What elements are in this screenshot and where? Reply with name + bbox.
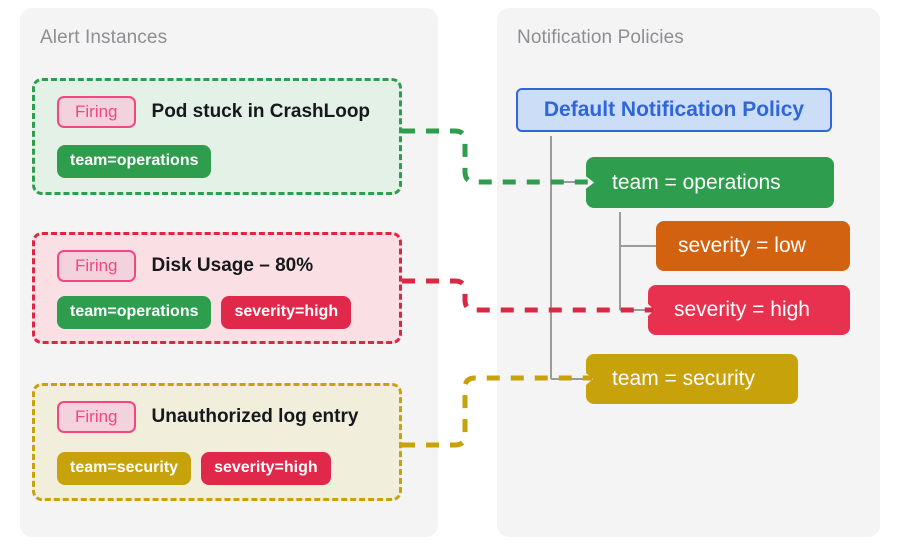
- alert-label-tag: team=security: [57, 452, 192, 485]
- alert-instances-title: Alert Instances: [40, 27, 168, 48]
- policy-node-severity-high[interactable]: severity = high: [648, 285, 850, 335]
- alert-label-tag: severity=high: [221, 296, 352, 329]
- policy-node-team-operations[interactable]: team = operations: [586, 157, 834, 208]
- alert-label-tag: severity=high: [201, 452, 331, 485]
- alert-title: Unauthorized log entry: [151, 406, 359, 427]
- alert-card-header: Firing Pod stuck in CrashLoop: [57, 96, 370, 128]
- alert-label-list: team=operations: [57, 145, 212, 178]
- alert-instance-card[interactable]: Firing Disk Usage – 80% team=operations …: [32, 232, 402, 344]
- alert-label-list: team=security severity=high: [57, 452, 331, 485]
- notification-policies-title: Notification Policies: [517, 27, 684, 48]
- alert-card-header: Firing Unauthorized log entry: [57, 401, 358, 433]
- alert-label-list: team=operations severity=high: [57, 296, 352, 329]
- default-notification-policy-node[interactable]: Default Notification Policy: [516, 88, 832, 132]
- alert-label-tag: team=operations: [57, 145, 212, 178]
- status-badge: Firing: [57, 401, 136, 433]
- alert-title: Disk Usage – 80%: [151, 255, 314, 276]
- alert-instance-card[interactable]: Firing Pod stuck in CrashLoop team=opera…: [32, 78, 402, 195]
- policy-node-severity-low[interactable]: severity = low: [656, 221, 850, 271]
- alert-label-tag: team=operations: [57, 296, 212, 329]
- status-badge: Firing: [57, 96, 136, 128]
- alert-card-header: Firing Disk Usage – 80%: [57, 250, 313, 282]
- policy-node-team-security[interactable]: team = security: [586, 354, 798, 404]
- alert-instance-card[interactable]: Firing Unauthorized log entry team=secur…: [32, 383, 402, 501]
- alert-title: Pod stuck in CrashLoop: [151, 101, 371, 122]
- status-badge: Firing: [57, 250, 136, 282]
